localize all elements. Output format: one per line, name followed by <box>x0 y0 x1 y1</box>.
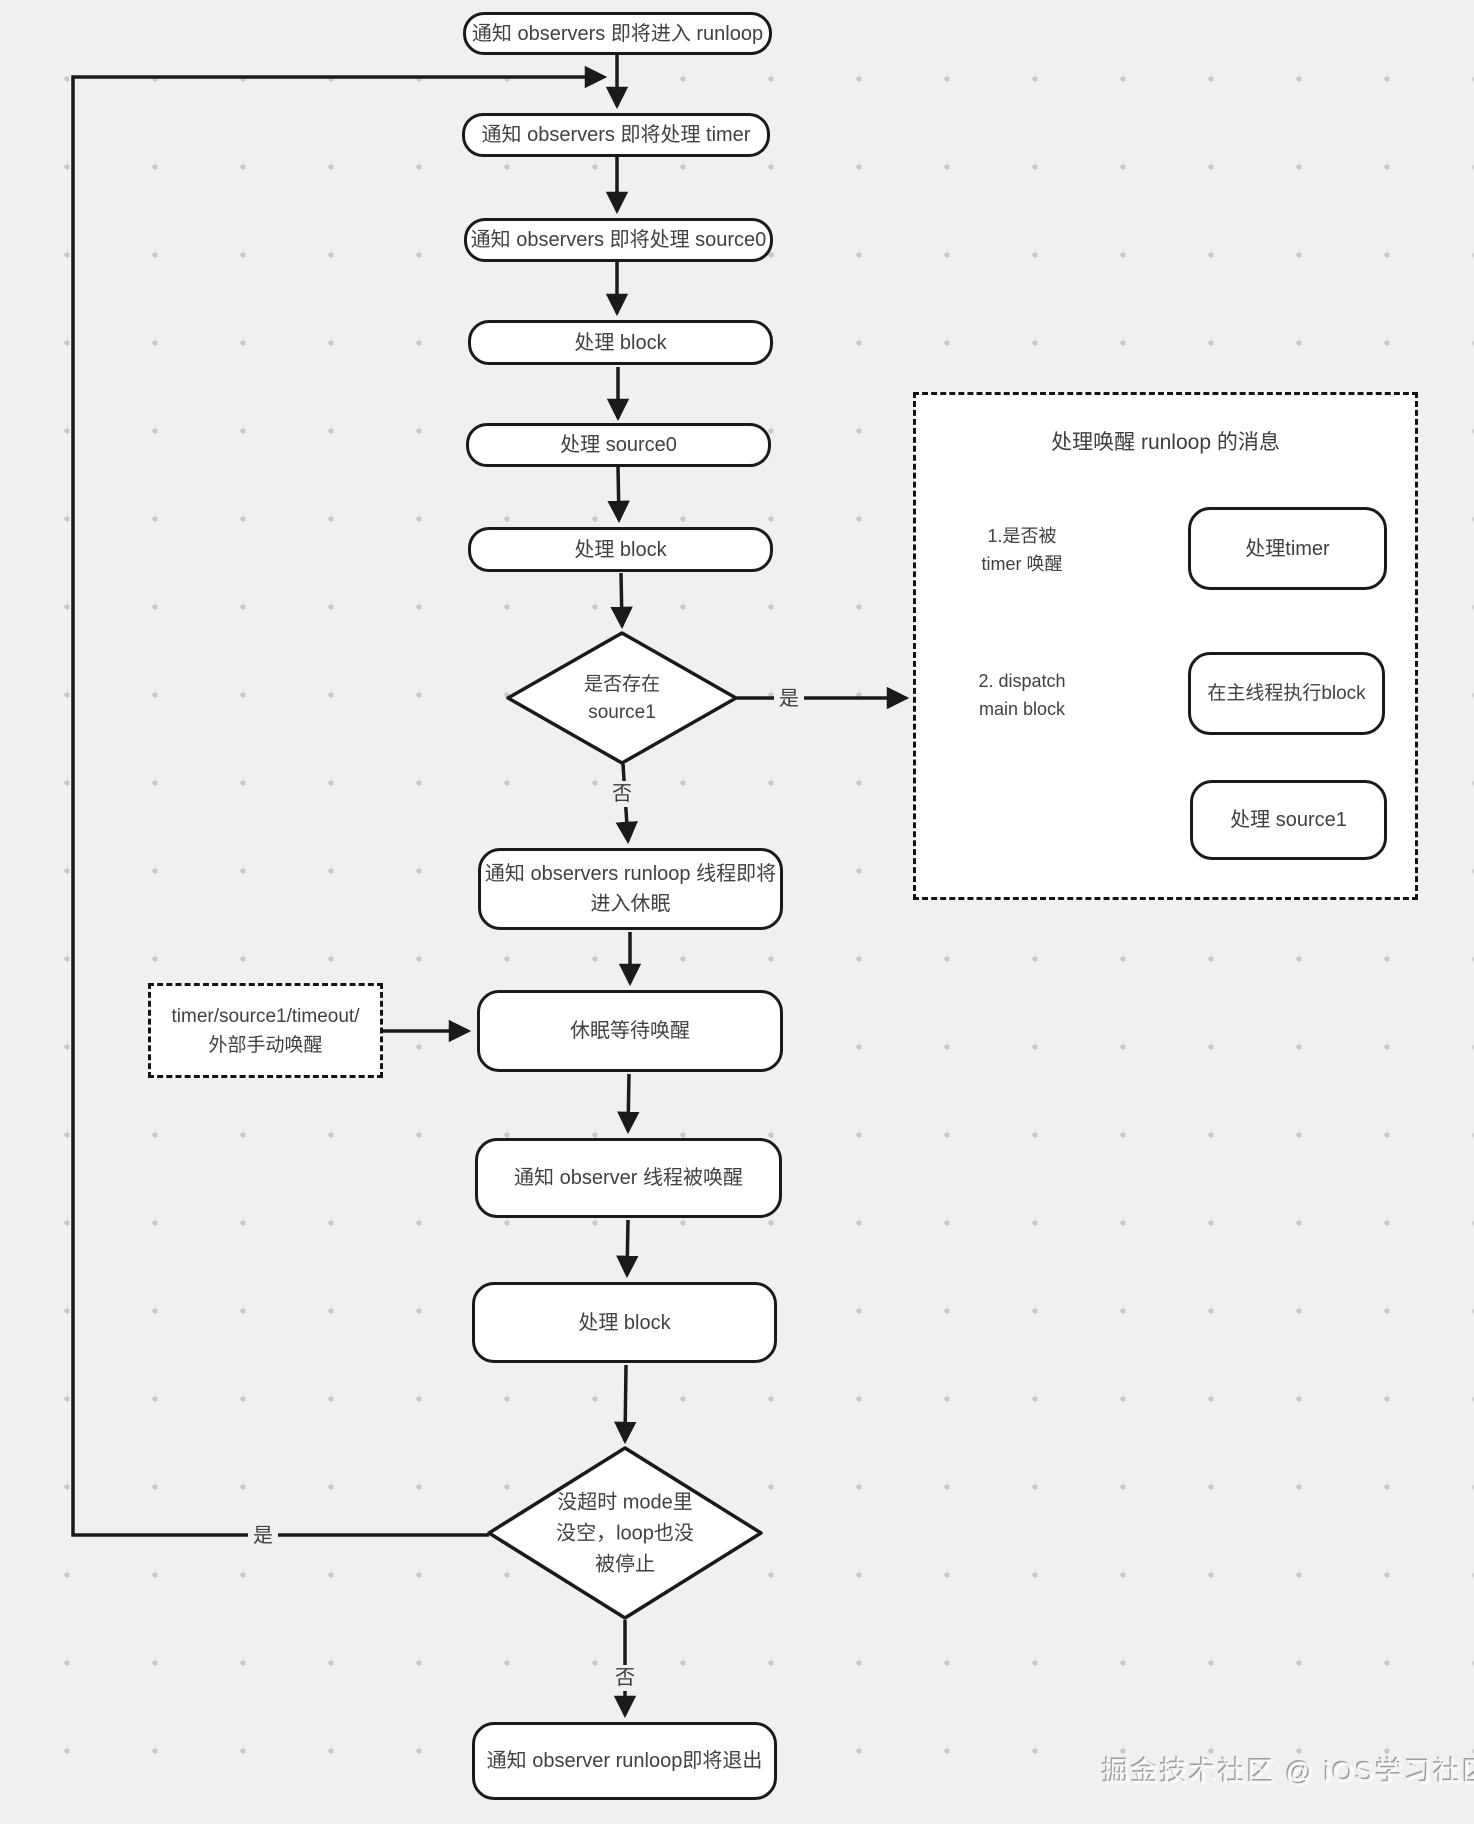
decision-continue-diamond <box>487 1446 763 1620</box>
node-handle-source1: 处理 source1 <box>1190 780 1387 860</box>
watermark: 掘金技术社区 @ iOS学习社区 <box>1102 1757 1474 1787</box>
wake-group-title: 处理唤醒 runloop 的消息 <box>1051 431 1280 454</box>
edge-label-yes-loop: 是 <box>248 1523 278 1549</box>
edge-label-yes-source1: 是 <box>774 686 804 712</box>
node-notify-sleep: 通知 observers runloop 线程即将 进入休眠 <box>478 848 783 930</box>
arrow-block2-to-decision <box>610 572 633 630</box>
node-notify-exit: 通知 observer runloop即将退出 <box>472 1722 777 1800</box>
node-notify-wake: 通知 observer 线程被唤醒 <box>475 1138 782 1218</box>
edge-label-no-source1: 否 <box>607 781 637 807</box>
node-sleep-wait: 休眠等待唤醒 <box>477 990 783 1072</box>
node-handle-block-3: 处理 block <box>472 1282 777 1363</box>
node-notify-source0: 通知 observers 即将处理 source0 <box>464 218 773 262</box>
node-handle-block-2: 处理 block <box>468 527 773 572</box>
arrow-block3-to-decision2 <box>614 1364 637 1445</box>
arrow-source0-to-block2 <box>607 466 630 524</box>
edge-label-no-exit: 否 <box>610 1665 640 1691</box>
node-handle-timer: 处理timer <box>1188 507 1387 590</box>
arrow-loop-back <box>71 65 608 1537</box>
decision-source1-diamond <box>506 631 738 765</box>
node-notify-enter: 通知 observers 即将进入 runloop <box>463 12 772 55</box>
node-handle-main-block: 在主线程执行block <box>1188 652 1385 735</box>
node-handle-source0: 处理 source0 <box>466 423 771 467</box>
node-handle-block-1: 处理 block <box>468 320 773 365</box>
node-wake-sources: timer/source1/timeout/ 外部手动唤醒 <box>148 983 383 1078</box>
node-notify-timer: 通知 observers 即将处理 timer <box>462 113 770 157</box>
arrow-wake-to-block3 <box>616 1219 639 1279</box>
arrow-sleep-to-wake <box>617 1073 640 1135</box>
